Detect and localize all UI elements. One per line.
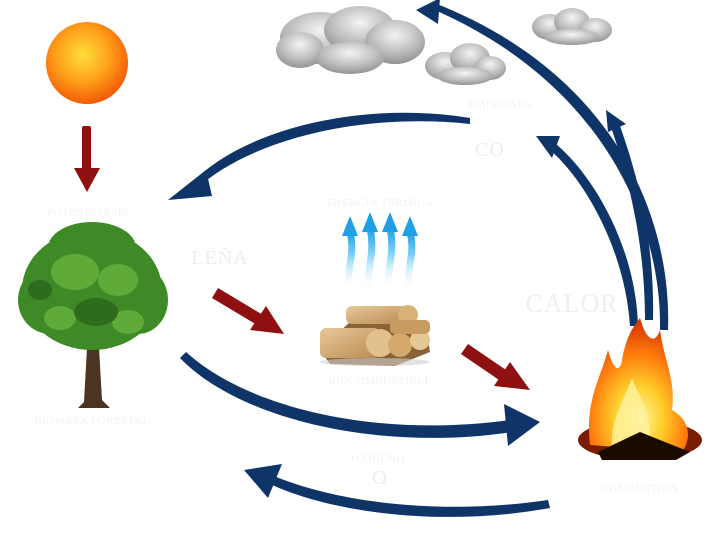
- cloud-icon: [532, 8, 612, 45]
- co2-rise-arrow-1: [606, 110, 654, 320]
- firewood-word-label: LEÑA: [191, 245, 248, 269]
- o2-label: O: [372, 467, 387, 489]
- sun-icon: [46, 22, 128, 104]
- oxygen-return-arrow: [244, 464, 550, 517]
- firewood-icon: [320, 305, 430, 366]
- calor-label: CALOR: [525, 289, 618, 318]
- firewood-to-fire-arrow: [461, 344, 530, 390]
- sun-light-label: FOTOSINTESIS: [47, 207, 129, 219]
- heat-label: ENERGÍA TÉRMICA: [326, 197, 433, 209]
- tree-label: BIOMASA FORESTAL: [34, 415, 150, 427]
- tree-to-firewood-arrow: [212, 288, 284, 334]
- fire-label: COMBUSTIÓN: [601, 483, 679, 495]
- tree-icon: [18, 222, 168, 408]
- emission-arrow: [416, 0, 669, 330]
- emissions-label: EMISIONES: [468, 99, 531, 111]
- flow-arrows: [74, 126, 530, 390]
- cloud-icon: [276, 6, 425, 74]
- fire-icon: [578, 318, 702, 460]
- oxygen-label: OXÍGENO: [351, 453, 405, 465]
- co2-rise-arrow-2: [536, 136, 638, 326]
- cloud-icon: [425, 43, 506, 85]
- co2-return-arrow: [168, 112, 470, 200]
- co2-label: CO: [475, 139, 505, 161]
- firewood-stack-label: BIOCOMBUSTIBLE: [328, 375, 432, 387]
- sun-to-tree-arrow: [74, 126, 100, 192]
- heat-arrowheads: [342, 212, 418, 236]
- heat-arrows-icon: [345, 224, 416, 294]
- tree-to-fire-arrow: [180, 352, 540, 446]
- cycle-arrows: [168, 0, 669, 517]
